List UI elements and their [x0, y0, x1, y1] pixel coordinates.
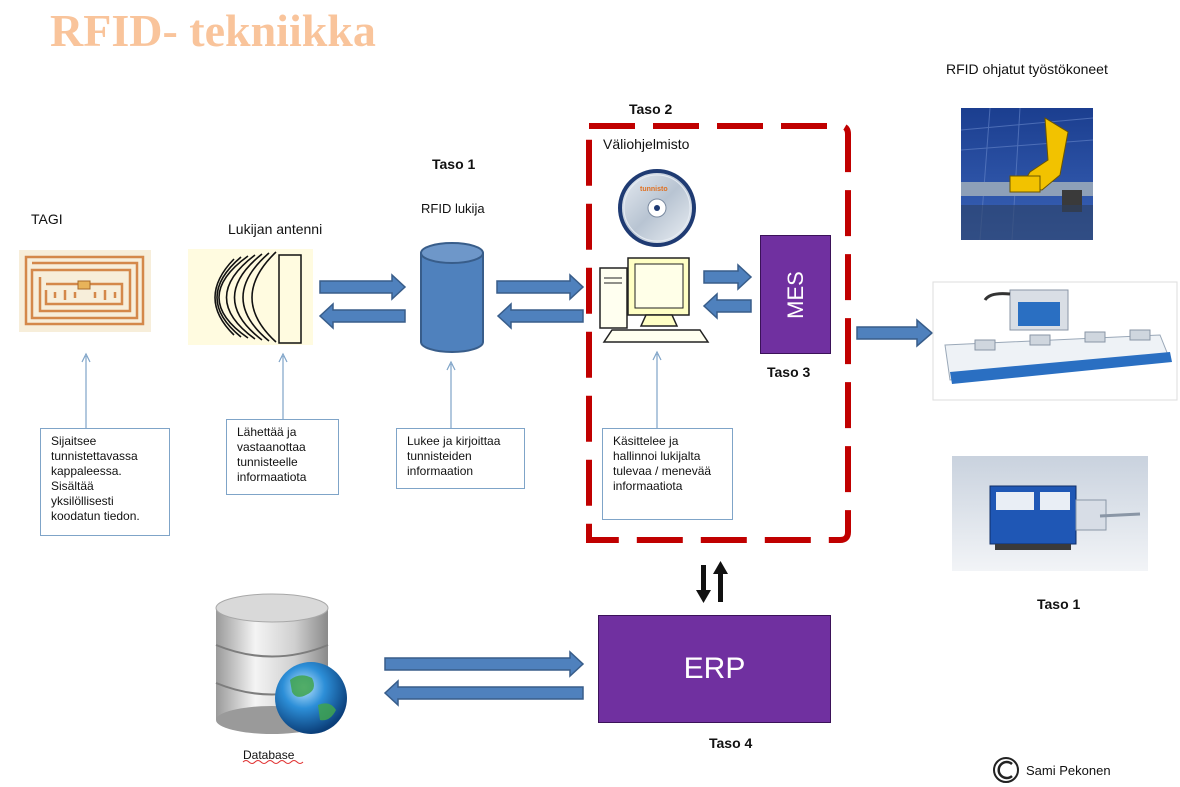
- label-tagi: TAGI: [31, 211, 63, 227]
- arrows-database-erp: [383, 650, 585, 707]
- rfid-reader-cylinder: [420, 242, 484, 353]
- label-valiohjelmisto: Väliohjelmisto: [603, 136, 690, 152]
- label-taso2: Taso 2: [629, 101, 673, 117]
- erp-sync-arrows: [696, 561, 728, 603]
- note-middleware: Käsittelee ja hallinnoi lukijalta tuleva…: [602, 428, 733, 520]
- note-reader: Lukee ja kirjoittaa tunnisteiden informa…: [396, 428, 525, 489]
- label-taso1-top: Taso 1: [432, 156, 476, 172]
- rfid-tag-image: [19, 250, 151, 332]
- mes-label: MES: [782, 270, 808, 319]
- arrows-reader-middleware: [496, 273, 585, 330]
- label-taso3: Taso 3: [767, 364, 811, 380]
- database-image: [215, 593, 347, 734]
- page-title: RFID- tekniikka: [50, 5, 376, 56]
- robot-photo: [960, 107, 1094, 241]
- label-machines: RFID ohjatut työstökoneet: [946, 61, 1108, 77]
- arrows-computer-mes: [702, 263, 753, 320]
- copyright-icon: [993, 757, 1019, 783]
- arrows-antenna-reader: [318, 273, 407, 330]
- label-taso4: Taso 4: [709, 735, 753, 751]
- cnc-machine-photo: [932, 281, 1178, 401]
- computer-image: [599, 257, 710, 343]
- note-tag: Sijaitsee tunnistettavassa kappaleessa. …: [40, 428, 170, 536]
- label-taso1-right: Taso 1: [1037, 596, 1081, 612]
- note-antenna: Lähettää ja vastaanottaa tunnisteelle in…: [226, 419, 339, 495]
- label-rfid-lukija: RFID lukija: [421, 201, 485, 216]
- label-database: Database: [243, 748, 295, 762]
- erp-label: ERP: [683, 652, 746, 685]
- label-antenni: Lukijan antenni: [228, 221, 323, 237]
- cd-label: tunnisto: [640, 186, 668, 193]
- erp-box: ERP: [598, 615, 831, 723]
- antenna-image: [188, 249, 313, 345]
- note-connectors: [81, 350, 662, 428]
- mes-box: MES: [760, 235, 831, 354]
- spellcheck-underline: [242, 760, 304, 764]
- moulder-machine-photo: [952, 456, 1148, 571]
- software-cd-image: [618, 169, 696, 247]
- label-author: Sami Pekonen: [1026, 763, 1111, 778]
- arrow-mes-machines: [856, 318, 934, 348]
- middleware-dashed-box: [586, 123, 851, 543]
